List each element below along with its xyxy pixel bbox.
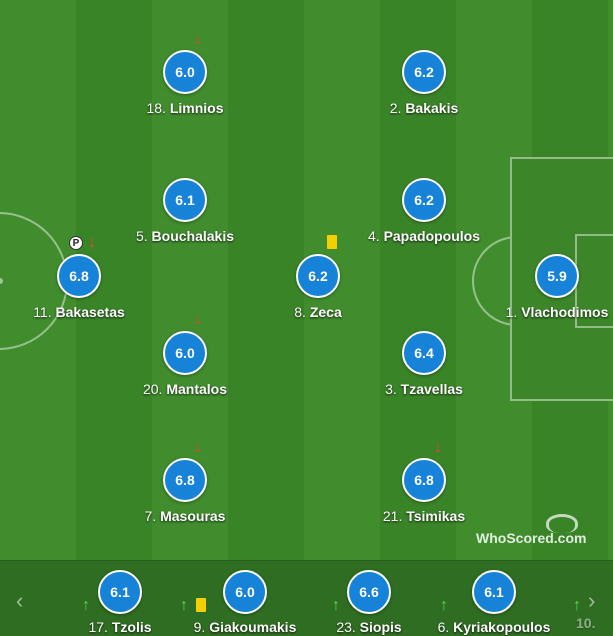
player-name: Mantalos: [166, 381, 228, 397]
player-tzavellas[interactable]: 6.4 3. Tzavellas: [344, 331, 504, 397]
center-spot: [0, 278, 3, 284]
bench-player-tzolis[interactable]: 6.1 17. Tzolis: [35, 570, 205, 635]
chevron-right-icon[interactable]: ›: [588, 588, 596, 613]
player-number: 17.: [88, 619, 108, 635]
arrow-up-icon: ↑: [573, 597, 581, 614]
rating-badge: 6.8: [163, 458, 207, 502]
bench-player-kyriakopoulos[interactable]: 6.1 6. Kyriakopoulos: [409, 570, 579, 635]
player-bakakis[interactable]: 6.2 2. Bakakis: [344, 50, 504, 116]
whoscored-logo: WhoScored.com: [476, 514, 586, 546]
player-number: 4.: [367, 228, 380, 244]
player-number: 9.: [193, 619, 206, 635]
player-zeca[interactable]: 6.2 8. Zeca: [238, 254, 398, 320]
player-name: Tzavellas: [400, 381, 463, 397]
rating-badge: 6.1: [163, 178, 207, 222]
player-tsimikas[interactable]: 6.8 21. Tsimikas: [344, 458, 504, 524]
player-number: 7.: [144, 508, 157, 524]
player-name: Vlachodimos: [521, 304, 609, 320]
logo-ball-icon: [546, 514, 578, 533]
player-name: Giakoumakis: [209, 619, 297, 635]
rating-badge: 6.8: [402, 458, 446, 502]
player-name: Bakasetas: [55, 304, 125, 320]
player-name: Kyriakopoulos: [453, 619, 551, 635]
player-name: Limnios: [169, 100, 224, 116]
player-number: 18.: [146, 100, 166, 116]
rating-badge: 6.2: [402, 178, 446, 222]
rating-badge: 6.1: [472, 570, 516, 614]
player-bakasetas[interactable]: 6.8 11. Bakasetas: [0, 254, 159, 320]
bench-player-siopis[interactable]: 6.6 23. Siopis: [284, 570, 454, 635]
rating-badge: 6.2: [296, 254, 340, 298]
yellow-card-icon: [327, 235, 337, 249]
player-masouras[interactable]: 6.8 7. Masouras: [105, 458, 265, 524]
bench-player-giakoumakis[interactable]: 6.0 9. Giakoumakis: [160, 570, 330, 635]
player-number: 11.: [33, 304, 52, 320]
rating-badge: 6.8: [57, 254, 101, 298]
bench-player-partial-number: 10.: [576, 615, 596, 631]
arrow-down-icon: ↓: [194, 439, 202, 456]
arrow-up-icon: ↑: [332, 597, 340, 614]
arrow-down-icon: ↓: [194, 311, 202, 328]
player-name: Tsimikas: [406, 508, 466, 524]
player-number: 21.: [382, 508, 403, 524]
rating-badge: 6.1: [98, 570, 142, 614]
penalty-icon: P: [69, 236, 83, 250]
arrow-up-icon: ↑: [82, 597, 90, 614]
player-number: 23.: [336, 619, 356, 635]
rating-badge: 6.6: [347, 570, 391, 614]
player-name: Zeca: [309, 304, 342, 320]
player-name: Bouchalakis: [151, 228, 235, 244]
rating-badge: 5.9: [535, 254, 579, 298]
player-name: Tzolis: [111, 619, 152, 635]
arrow-down-icon: ↓: [194, 31, 202, 48]
player-number: 8.: [294, 304, 306, 320]
arrow-up-icon: ↑: [180, 597, 188, 614]
rating-badge: 6.0: [163, 331, 207, 375]
yellow-card-icon: [196, 598, 206, 612]
player-number: 3.: [385, 381, 397, 397]
rating-badge: 6.2: [402, 50, 446, 94]
player-number: 5.: [135, 228, 148, 244]
player-name: Masouras: [160, 508, 226, 524]
player-number: 6.: [437, 619, 450, 635]
player-number: 1.: [505, 304, 518, 320]
arrow-up-icon: ↑: [440, 597, 448, 614]
player-name: Papadopoulos: [383, 228, 481, 244]
rating-badge: 6.0: [223, 570, 267, 614]
rating-badge: 6.0: [163, 50, 207, 94]
player-limnios[interactable]: 6.0 18. Limnios: [105, 50, 265, 116]
pitch: 6.0 18. Limnios ↓ 6.2 2. Bakakis 6.1 5. …: [0, 0, 613, 560]
player-number: 20.: [142, 381, 163, 397]
player-bouchalakis[interactable]: 6.1 5. Bouchalakis: [105, 178, 265, 244]
chevron-left-icon[interactable]: ‹: [16, 588, 24, 613]
player-name: Bakakis: [405, 100, 459, 116]
player-mantalos[interactable]: 6.0 20. Mantalos: [105, 331, 265, 397]
player-vlachodimos[interactable]: 5.9 1. Vlachodimos: [477, 254, 613, 320]
player-number: 2.: [389, 100, 402, 116]
rating-badge: 6.4: [402, 331, 446, 375]
player-papadopoulos[interactable]: 6.2 4. Papadopoulos: [344, 178, 504, 244]
player-name: Siopis: [359, 619, 402, 635]
arrow-down-icon: ↓: [434, 439, 442, 456]
arrow-down-icon: ↓: [88, 234, 96, 251]
